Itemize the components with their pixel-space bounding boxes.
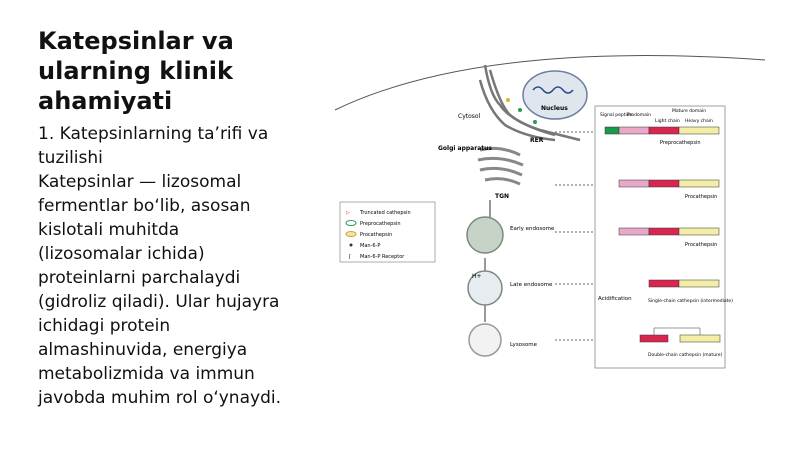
legend-items: ▷ Truncated cathepsin Preprocathepsin Pr… xyxy=(345,210,411,260)
rer-label: RER xyxy=(530,137,544,144)
cytosol-label: Cytosol xyxy=(458,113,481,120)
legend-label: Truncated cathepsin xyxy=(359,210,411,216)
legend-label: Man-6-P Receptor xyxy=(360,254,405,260)
stage-5-bar xyxy=(639,327,721,343)
stage-1-label: Preprocathepsin xyxy=(660,140,700,146)
late-endosome-label: Late endosome xyxy=(510,282,553,288)
rer-shape xyxy=(478,64,581,142)
legend-icon: ʃ xyxy=(348,254,351,260)
lysosome-label: Lysosome xyxy=(510,342,538,348)
nucleus-label: Nucleus xyxy=(541,105,568,112)
early-endosome xyxy=(466,216,504,254)
stage-3-label: Procathepsin xyxy=(685,242,717,248)
ribosome-dot xyxy=(533,120,537,124)
ribosome-dot xyxy=(518,108,522,112)
pathway-diagram: Nucleus Cytosol RER Golgi apparatus TGN xyxy=(334,55,766,369)
header-mature: Mature domain xyxy=(672,108,706,114)
h-plus-label: H+ xyxy=(472,273,482,280)
header-light: Light chain xyxy=(655,118,680,124)
golgi-shape xyxy=(477,146,524,186)
late-endosome xyxy=(467,270,503,306)
cell-membrane xyxy=(334,55,766,111)
pathway-arrows xyxy=(484,200,491,322)
domain-panel xyxy=(594,105,726,369)
stage-4-label: Single-chain cathepsin (intermediate) xyxy=(648,298,733,304)
slide-subtitle: 1. Katepsinlarning ta’rifi va tuzilishi xyxy=(38,124,269,168)
legend-icon: ▷ xyxy=(346,210,350,216)
header-heavy: Heavy chain xyxy=(685,118,713,124)
legend-icon xyxy=(345,220,357,226)
stage-2-bar xyxy=(618,179,720,188)
legend-icon xyxy=(345,231,357,237)
stage-3-bar xyxy=(618,227,720,236)
legend-label: Man-6-P xyxy=(360,243,380,249)
tgn-label: TGN xyxy=(495,193,509,200)
stage-5-label: Double-chain cathepsin (mature) xyxy=(648,352,723,358)
slide-title: Katepsinlar va ularning klinik ahamiyati xyxy=(38,27,234,115)
lysosome xyxy=(468,323,502,357)
slide-body: Katepsinlar — lizosomal fermentlar bo‘li… xyxy=(38,172,281,408)
legend-box xyxy=(339,201,436,263)
dashed-connectors xyxy=(555,131,600,341)
domain-header: Signal peptide Prodomain Mature domain L… xyxy=(600,108,713,124)
acidification-label: Acidification xyxy=(598,296,632,302)
stage-4-bar xyxy=(648,279,720,288)
header-signal: Signal peptide xyxy=(600,112,633,118)
legend-label: Preprocathepsin xyxy=(360,221,400,227)
legend-icon xyxy=(349,243,353,247)
cathepsin-pathway-figure: Nucleus Cytosol RER Golgi apparatus TGN xyxy=(330,40,770,370)
stage-1-bar xyxy=(604,126,720,135)
stage-2-label: Procathepsin xyxy=(685,194,717,200)
golgi-label: Golgi apparatus xyxy=(438,145,492,152)
legend-label: Procathepsin xyxy=(360,232,392,238)
header-prodomain: Prodomain xyxy=(627,112,651,118)
nucleus-shape xyxy=(522,70,588,120)
ribosome-dot xyxy=(506,98,510,102)
dna-helix xyxy=(532,86,574,94)
early-endosome-label: Early endosome xyxy=(510,226,555,232)
